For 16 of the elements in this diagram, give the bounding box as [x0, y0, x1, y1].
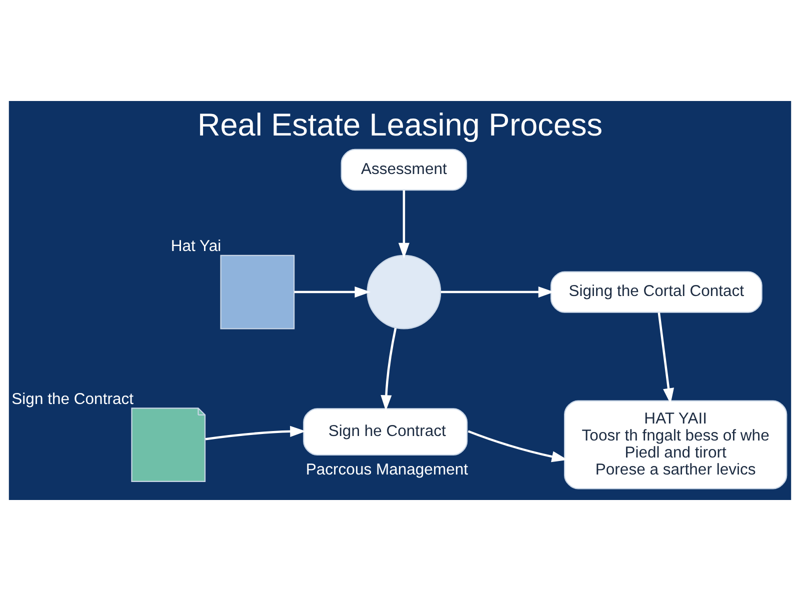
arrow	[658, 312, 674, 404]
arrow	[468, 430, 568, 462]
node-label: Sign the Contract	[12, 390, 134, 408]
arrow	[380, 327, 397, 410]
node-label: Pacrcous Management	[306, 460, 468, 478]
node-box: HAT YAII Toosr th fngalt bess of whe Piedl and tirort Porese a sarther levics	[564, 400, 788, 489]
node-person	[220, 254, 295, 329]
node-label: Hat Yai	[170, 238, 222, 255]
arrow	[398, 190, 410, 258]
node-box: Assessment	[340, 148, 468, 190]
node-circle	[366, 254, 442, 329]
arrow	[294, 286, 371, 298]
diagram-title: Real Estate Leasing Process	[197, 106, 603, 142]
arrow	[440, 286, 554, 298]
arrow	[205, 425, 306, 440]
node-box: Siging the Cortal Contact	[550, 270, 762, 312]
